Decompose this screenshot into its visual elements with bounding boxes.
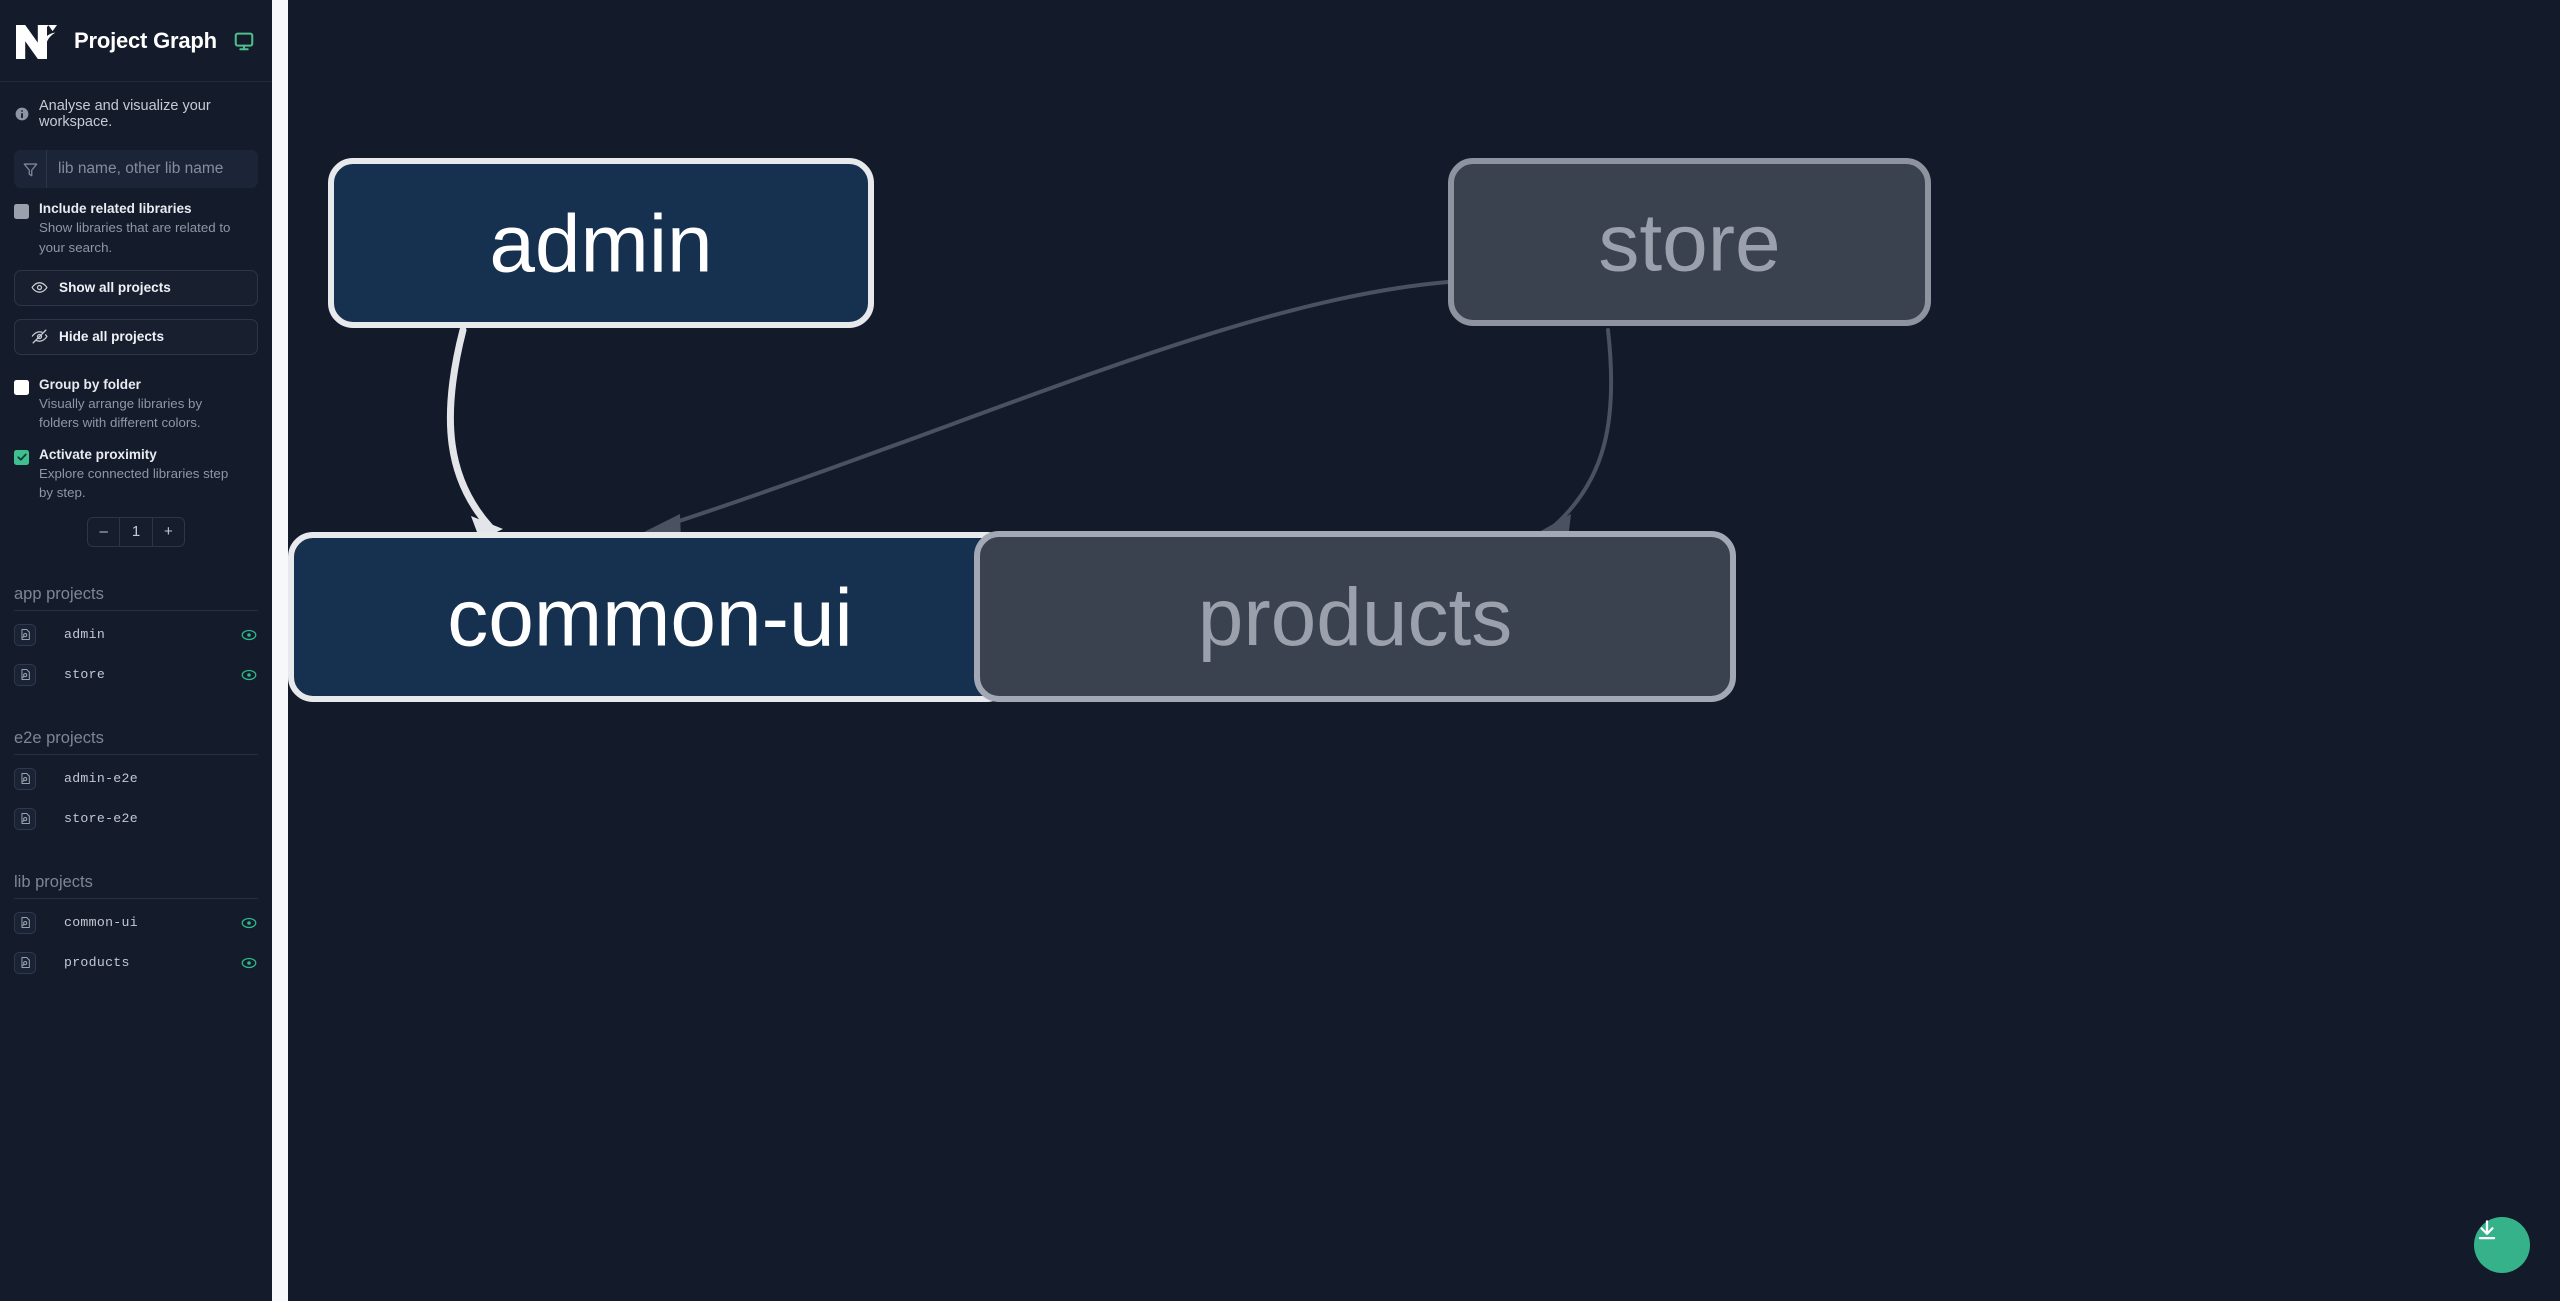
graph-node-label: admin bbox=[489, 199, 712, 290]
proximity-stepper[interactable]: – 1 + bbox=[87, 516, 185, 547]
project-group-app: app projects admin bbox=[0, 585, 272, 691]
project-visibility-eye-icon[interactable] bbox=[240, 914, 258, 932]
group-title-e2e-projects: e2e projects bbox=[14, 729, 258, 755]
hide-all-projects-label: Hide all projects bbox=[59, 329, 165, 345]
group-title-app-projects: app projects bbox=[14, 585, 258, 611]
hide-all-projects-button[interactable]: Hide all projects bbox=[14, 318, 258, 355]
info-icon bbox=[14, 106, 30, 122]
group-by-folder-checkbox[interactable] bbox=[14, 379, 29, 395]
monitor-icon[interactable] bbox=[233, 30, 255, 52]
show-all-projects-button[interactable]: Show all projects bbox=[14, 269, 258, 306]
nx-logo bbox=[14, 21, 60, 61]
project-row-common-ui[interactable]: common-ui bbox=[14, 907, 258, 939]
graph-nodes: admin store common-ui products bbox=[288, 158, 1931, 702]
graph-node-label: common-ui bbox=[447, 573, 853, 664]
graph-node-products[interactable]: products bbox=[974, 531, 1736, 702]
project-name: store-e2e bbox=[64, 811, 138, 827]
graph-edge-store-to-products[interactable] bbox=[1551, 328, 1614, 529]
sidebar-header: Project Graph bbox=[0, 0, 272, 82]
group-by-folder-label: Group by folder bbox=[39, 376, 141, 392]
graph-canvas[interactable]: admin store common-ui products bbox=[288, 0, 2560, 1301]
project-icon bbox=[14, 767, 36, 790]
project-icon bbox=[14, 663, 36, 686]
group-title-lib-projects: lib projects bbox=[14, 873, 258, 899]
page-title: Project Graph bbox=[74, 27, 217, 53]
include-related-label: Include related libraries bbox=[39, 201, 192, 216]
project-visibility-eye-icon[interactable] bbox=[240, 626, 258, 644]
group-by-folder-description: Visually arrange libraries by folders wi… bbox=[39, 396, 203, 431]
project-name: products bbox=[64, 955, 130, 971]
filter-icon bbox=[14, 150, 47, 188]
search-box[interactable] bbox=[14, 150, 258, 188]
project-row-store-e2e[interactable]: store-e2e bbox=[14, 803, 258, 835]
graph-node-label: products bbox=[1198, 572, 1513, 663]
show-all-projects-label: Show all projects bbox=[59, 280, 171, 296]
graph-node-shape bbox=[974, 531, 1736, 702]
project-visibility-eye-icon[interactable] bbox=[240, 666, 258, 684]
include-related-description: Show libraries that are related to your … bbox=[39, 220, 231, 255]
activate-proximity-description: Explore connected libraries step by step… bbox=[39, 466, 229, 501]
project-icon bbox=[14, 623, 36, 646]
download-image-button[interactable] bbox=[2474, 1217, 2530, 1273]
project-icon bbox=[14, 807, 36, 830]
option-group-by-folder[interactable]: Group by folder Visually arrange librari… bbox=[0, 355, 272, 433]
project-name: common-ui bbox=[64, 915, 138, 931]
proximity-value: 1 bbox=[119, 517, 151, 546]
graph-node-admin[interactable]: admin bbox=[328, 158, 874, 328]
project-group-e2e: e2e projects admin-e2e bbox=[0, 729, 272, 835]
search-input[interactable] bbox=[47, 150, 258, 188]
graph-node-label: store bbox=[1598, 198, 1780, 289]
project-name: store bbox=[64, 667, 106, 683]
project-row-admin[interactable]: admin bbox=[14, 619, 258, 651]
project-group-lib: lib projects common-ui bbox=[0, 873, 272, 979]
sidebar-scrollbar[interactable] bbox=[272, 0, 288, 1301]
project-name: admin bbox=[64, 627, 106, 643]
project-icon bbox=[14, 951, 36, 974]
project-icon bbox=[14, 911, 36, 934]
proximity-increment-button[interactable]: + bbox=[151, 517, 184, 546]
graph-svg: admin store common-ui products bbox=[288, 158, 1931, 702]
activate-proximity-checkbox[interactable] bbox=[14, 449, 29, 465]
sidebar: Project Graph Analyse and visualize your… bbox=[0, 0, 272, 1301]
project-row-products[interactable]: products bbox=[14, 947, 258, 979]
include-related-checkbox[interactable] bbox=[14, 204, 29, 219]
option-include-related-libraries[interactable]: Include related libraries Show libraries… bbox=[0, 188, 272, 257]
proximity-decrement-button[interactable]: – bbox=[99, 523, 108, 541]
graph-node-shape bbox=[328, 158, 874, 328]
tagline: Analyse and visualize your workspace. bbox=[0, 82, 272, 144]
graph-node-shape bbox=[1448, 158, 1931, 326]
graph-node-store[interactable]: store bbox=[1448, 158, 1931, 326]
graph-node-common-ui[interactable]: common-ui bbox=[288, 532, 1012, 702]
eye-off-icon bbox=[31, 328, 48, 345]
project-row-admin-e2e[interactable]: admin-e2e bbox=[14, 763, 258, 795]
project-name: admin-e2e bbox=[64, 771, 138, 787]
eye-icon bbox=[31, 279, 48, 296]
graph-edge-store-to-common-ui[interactable] bbox=[656, 280, 1450, 530]
option-activate-proximity[interactable]: Activate proximity Explore connected lib… bbox=[0, 433, 272, 503]
project-visibility-eye-icon[interactable] bbox=[240, 954, 258, 972]
activate-proximity-label: Activate proximity bbox=[39, 446, 157, 462]
tagline-text: Analyse and visualize your workspace. bbox=[39, 98, 211, 130]
graph-edge-admin-to-common-ui[interactable] bbox=[446, 326, 494, 531]
project-row-store[interactable]: store bbox=[14, 659, 258, 691]
